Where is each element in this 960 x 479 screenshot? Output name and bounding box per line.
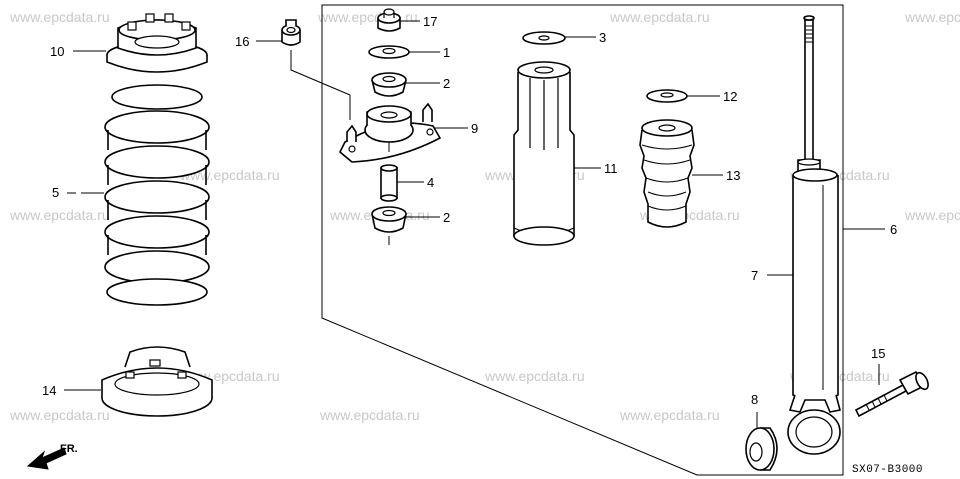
watermark: www.epcdata.ru xyxy=(904,207,960,223)
watermark: www.epcdata.ru xyxy=(9,9,110,25)
part-10-spring-seat xyxy=(106,13,208,73)
part-9-shock-mount xyxy=(339,102,442,163)
part-5-coil-spring xyxy=(104,84,210,306)
callout-2-upper: 2 xyxy=(443,76,450,91)
callout-5: 5 xyxy=(52,185,59,200)
callout-2-lower: 2 xyxy=(443,210,450,225)
direction-label: FR. xyxy=(60,443,78,455)
callout-14: 14 xyxy=(42,383,56,398)
assembly-frame xyxy=(321,4,844,476)
part-2-bushing-upper xyxy=(371,72,407,97)
part-6-shock-absorber xyxy=(787,15,841,455)
part-11-dust-cover xyxy=(513,61,575,246)
leader-lines xyxy=(64,20,885,391)
part-16-nut xyxy=(281,19,301,46)
watermark: www.epcdata.ru xyxy=(619,407,720,423)
watermark: www.epcdata.ru xyxy=(484,368,585,384)
part-1-washer xyxy=(368,45,410,59)
callout-3: 3 xyxy=(599,30,606,45)
watermark: www.epcdata.ru xyxy=(317,9,418,25)
part-17-bushing xyxy=(377,8,401,32)
part-15-bolt xyxy=(854,370,929,418)
callout-15: 15 xyxy=(871,346,885,361)
callout-1: 1 xyxy=(443,45,450,60)
front-direction-arrow: FR. xyxy=(26,443,78,470)
part-3-washer xyxy=(522,31,566,45)
callout-7: 7 xyxy=(751,268,758,283)
part-4-collar xyxy=(380,164,398,202)
callout-10: 10 xyxy=(50,44,64,59)
callout-11: 11 xyxy=(604,161,618,176)
watermark: www.epcdata.ru xyxy=(904,9,960,25)
part-8-rubber-bushing xyxy=(745,412,778,471)
callout-17: 17 xyxy=(423,14,437,29)
part-13-bump-stop xyxy=(639,119,695,228)
watermark: www.epcdata.ru xyxy=(609,9,710,25)
watermark: www.epcdata.ru xyxy=(319,407,420,423)
leader-16-to-9 xyxy=(290,50,351,120)
callout-6: 6 xyxy=(890,222,897,237)
callout-9: 9 xyxy=(471,121,478,136)
callout-8: 8 xyxy=(751,392,758,407)
watermark: www.epcdata.ru xyxy=(9,407,110,423)
callout-16: 16 xyxy=(235,34,249,49)
part-2-bushing-lower xyxy=(371,206,407,245)
callout-13: 13 xyxy=(726,168,740,183)
diagram-code: SX07-B3000 xyxy=(852,464,923,476)
part-12-washer xyxy=(646,89,688,103)
part-14-lower-spring-seat xyxy=(101,346,213,417)
watermark: www.epcdata.ru xyxy=(9,207,110,223)
callouts: 10 5 14 16 17 1 2 9 4 2 3 11 12 13 7 6 8… xyxy=(42,14,897,407)
callout-12: 12 xyxy=(723,89,737,104)
callout-4: 4 xyxy=(427,175,434,190)
watermark: www.epcdata.ru xyxy=(179,167,280,183)
